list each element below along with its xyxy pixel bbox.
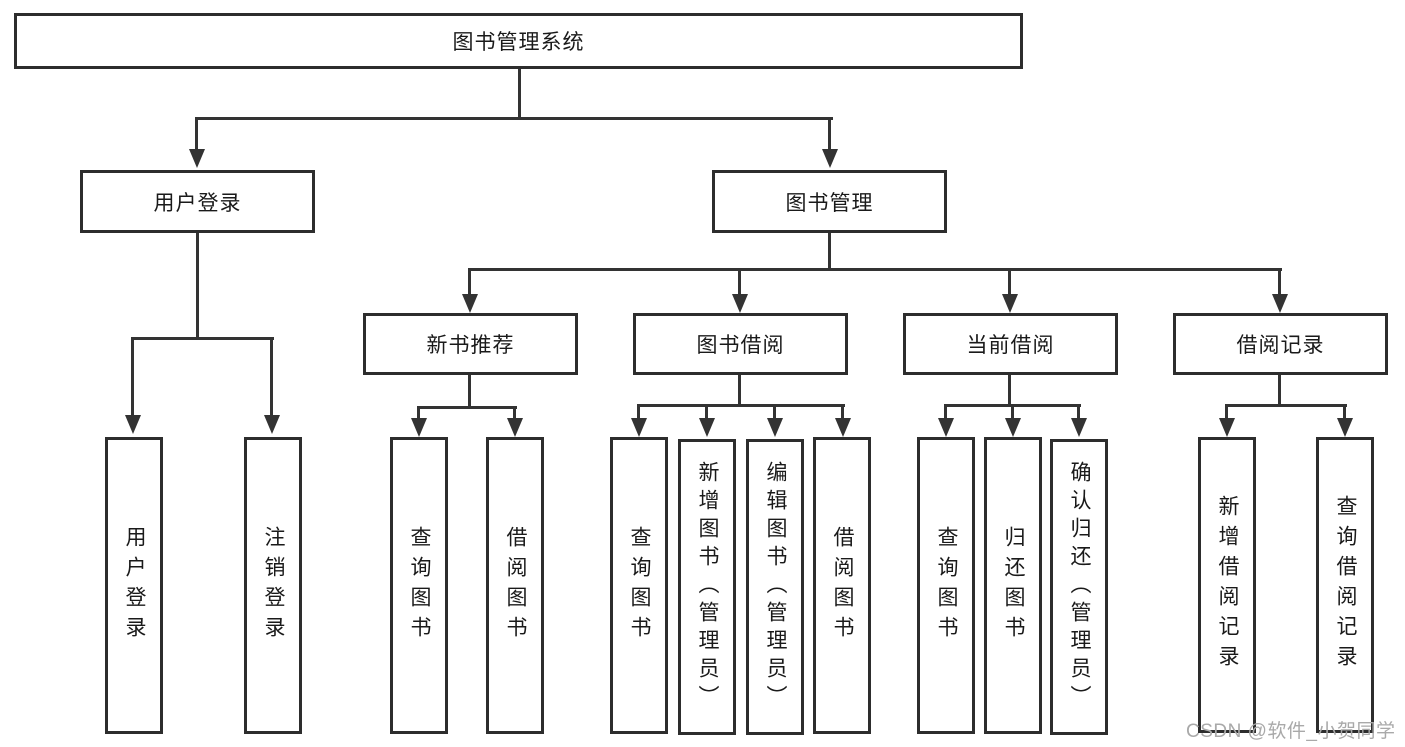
connector-bb-borrow-drop (841, 406, 844, 419)
connector-current-borrow-horizontal (944, 404, 1081, 407)
node-cb-query: 查询图书 (917, 437, 975, 734)
arrowhead (822, 149, 838, 168)
connector-new-book-rec-drop (468, 270, 471, 296)
arrowhead (1337, 418, 1353, 437)
connector-current-borrow-stem (1008, 375, 1011, 406)
connector-br-query-drop (1343, 406, 1346, 419)
connector-borrow-record-drop (1278, 270, 1281, 296)
arrowhead (1002, 294, 1018, 313)
arrowhead (411, 418, 427, 437)
arrowhead (732, 294, 748, 313)
node-br-add: 新增借阅记录 (1198, 437, 1256, 733)
node-leaf-user-login: 用户登录 (105, 437, 163, 734)
connector-cb-confirm-drop (1077, 406, 1080, 419)
node-borrow-record: 借阅记录 (1173, 313, 1388, 375)
node-br-query: 查询借阅记录 (1316, 437, 1374, 733)
connector-user-login-stem (196, 233, 199, 340)
arrowhead (462, 294, 478, 313)
connector-level3-horizontal (468, 268, 1282, 271)
arrowhead (835, 418, 851, 437)
connector-bb-add-drop (705, 406, 708, 419)
arrowhead (1272, 294, 1288, 313)
arrowhead (507, 418, 523, 437)
node-cb-confirm: 确认归还（管理员） (1050, 439, 1108, 735)
csdn-watermark: CSDN @软件_小贺同学 (1186, 721, 1396, 742)
connector-br-add-drop (1225, 406, 1228, 419)
node-new-book-rec: 新书推荐 (363, 313, 578, 375)
arrowhead (125, 415, 141, 434)
connector-book-mgmt-drop (828, 119, 831, 150)
node-bb-query: 查询图书 (610, 437, 668, 734)
node-root: 图书管理系统 (14, 13, 1023, 69)
node-user-login: 用户登录 (80, 170, 315, 233)
node-cb-return: 归还图书 (984, 437, 1042, 734)
arrowhead (189, 149, 205, 168)
node-book-borrow: 图书借阅 (633, 313, 848, 375)
connector-current-borrow-drop (1008, 270, 1011, 296)
connector-cb-query-drop (944, 406, 947, 419)
node-nb-borrow: 借阅图书 (486, 437, 544, 734)
connector-book-borrow-stem (738, 375, 741, 406)
node-book-mgmt: 图书管理 (712, 170, 947, 233)
arrowhead (699, 418, 715, 437)
connector-new-book-rec-horizontal (417, 406, 517, 409)
node-nb-query: 查询图书 (390, 437, 448, 734)
connector-book-borrow-drop (738, 270, 741, 296)
connector-new-book-rec-stem (468, 375, 471, 408)
arrowhead (1219, 418, 1235, 437)
connector-user-login-horizontal (131, 337, 274, 340)
node-current-borrow: 当前借阅 (903, 313, 1118, 375)
connector-level2-horizontal (195, 117, 833, 120)
connector-borrow-record-stem (1278, 375, 1281, 406)
connector-borrow-record-horizontal (1225, 404, 1347, 407)
arrowhead (264, 415, 280, 434)
connector-bb-query-drop (637, 406, 640, 419)
arrowhead (1005, 418, 1021, 437)
node-bb-edit: 编辑图书（管理员） (746, 439, 804, 735)
connector-book-borrow-horizontal (637, 404, 845, 407)
connector-cb-return-drop (1011, 406, 1014, 419)
connector-book-mgmt-stem (828, 233, 831, 268)
connector-bb-edit-drop (773, 406, 776, 419)
arrowhead (938, 418, 954, 437)
arrowhead (631, 418, 647, 437)
connector-user-login-drop (195, 119, 198, 150)
connector-nb-query-drop (417, 408, 420, 419)
node-bb-add: 新增图书（管理员） (678, 439, 736, 735)
connector-root-stem (518, 69, 521, 119)
node-leaf-logout: 注销登录 (244, 437, 302, 734)
arrowhead (1071, 418, 1087, 437)
connector-leaf-logout-drop (270, 339, 273, 416)
connector-nb-borrow-drop (513, 408, 516, 419)
connector-leaf-user-login-drop (131, 339, 134, 416)
node-bb-borrow: 借阅图书 (813, 437, 871, 734)
arrowhead (767, 418, 783, 437)
